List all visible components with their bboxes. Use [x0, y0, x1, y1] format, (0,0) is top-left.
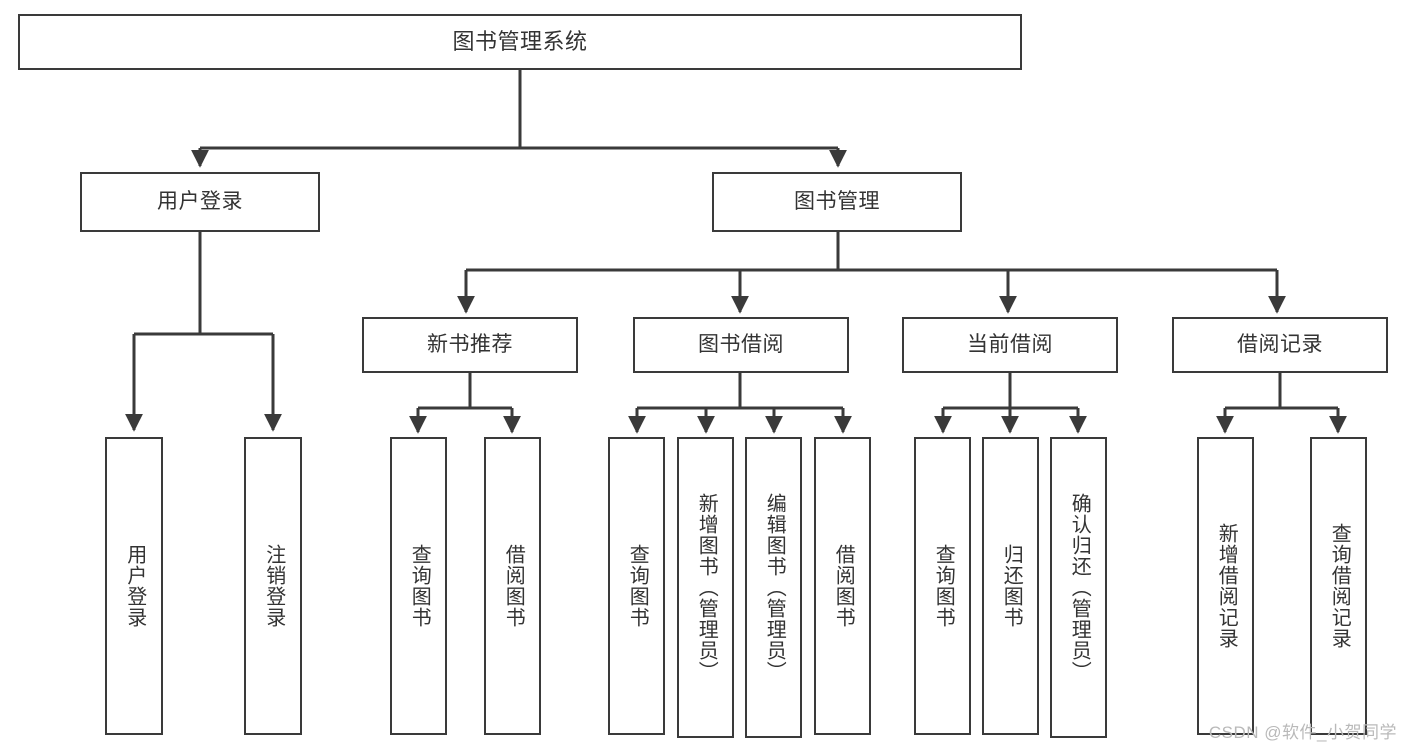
leaf-current-borrow-3-label: 确认归还（管理员）	[1068, 493, 1091, 682]
node-current-borrow[interactable]: 当前借阅	[902, 317, 1118, 373]
leaf-current-borrow-2-label: 归还图书	[1000, 544, 1023, 628]
leaf-user-login-1-label: 用户登录	[123, 544, 146, 628]
leaf-book-borrow-2[interactable]: 新增图书（管理员）	[677, 437, 734, 738]
leaf-current-borrow-3[interactable]: 确认归还（管理员）	[1050, 437, 1107, 738]
node-user-login[interactable]: 用户登录	[80, 172, 320, 232]
leaf-current-borrow-1[interactable]: 查询图书	[914, 437, 971, 735]
node-user-login-label: 用户登录	[157, 190, 243, 214]
leaf-book-borrow-3[interactable]: 编辑图书（管理员）	[745, 437, 802, 738]
leaf-user-login-2[interactable]: 注销登录	[244, 437, 302, 735]
node-root-label: 图书管理系统	[452, 28, 588, 54]
leaf-book-borrow-3-label: 编辑图书（管理员）	[763, 493, 786, 682]
leaf-user-login-1[interactable]: 用户登录	[105, 437, 163, 735]
csdn-watermark: CSDN @软件_小贺同学	[1208, 723, 1397, 742]
node-book-borrow-label: 图书借阅	[698, 333, 784, 357]
leaf-new-book-1[interactable]: 查询图书	[390, 437, 447, 735]
leaf-user-login-2-label: 注销登录	[262, 544, 285, 628]
leaf-borrow-record-2-label: 查询借阅记录	[1328, 523, 1351, 649]
node-current-borrow-label: 当前借阅	[967, 333, 1053, 357]
leaf-book-borrow-4[interactable]: 借阅图书	[814, 437, 871, 735]
leaf-book-borrow-1[interactable]: 查询图书	[608, 437, 665, 735]
leaf-new-book-2-label: 借阅图书	[502, 544, 525, 628]
leaf-current-borrow-1-label: 查询图书	[932, 544, 955, 628]
leaf-new-book-2[interactable]: 借阅图书	[484, 437, 541, 735]
leaf-borrow-record-2[interactable]: 查询借阅记录	[1310, 437, 1367, 735]
leaf-new-book-1-label: 查询图书	[408, 544, 431, 628]
node-book-borrow[interactable]: 图书借阅	[633, 317, 849, 373]
leaf-borrow-record-1[interactable]: 新增借阅记录	[1197, 437, 1254, 735]
node-book-management-label: 图书管理	[794, 190, 880, 214]
node-new-book-recommend-label: 新书推荐	[427, 333, 513, 357]
leaf-current-borrow-2[interactable]: 归还图书	[982, 437, 1039, 735]
leaf-book-borrow-4-label: 借阅图书	[832, 544, 855, 628]
node-new-book-recommend[interactable]: 新书推荐	[362, 317, 578, 373]
leaf-borrow-record-1-label: 新增借阅记录	[1215, 523, 1238, 649]
node-borrow-record[interactable]: 借阅记录	[1172, 317, 1388, 373]
leaf-book-borrow-2-label: 新增图书（管理员）	[695, 493, 718, 682]
node-borrow-record-label: 借阅记录	[1237, 333, 1323, 357]
leaf-book-borrow-1-label: 查询图书	[626, 544, 649, 628]
node-root[interactable]: 图书管理系统	[18, 14, 1022, 70]
node-book-management[interactable]: 图书管理	[712, 172, 962, 232]
